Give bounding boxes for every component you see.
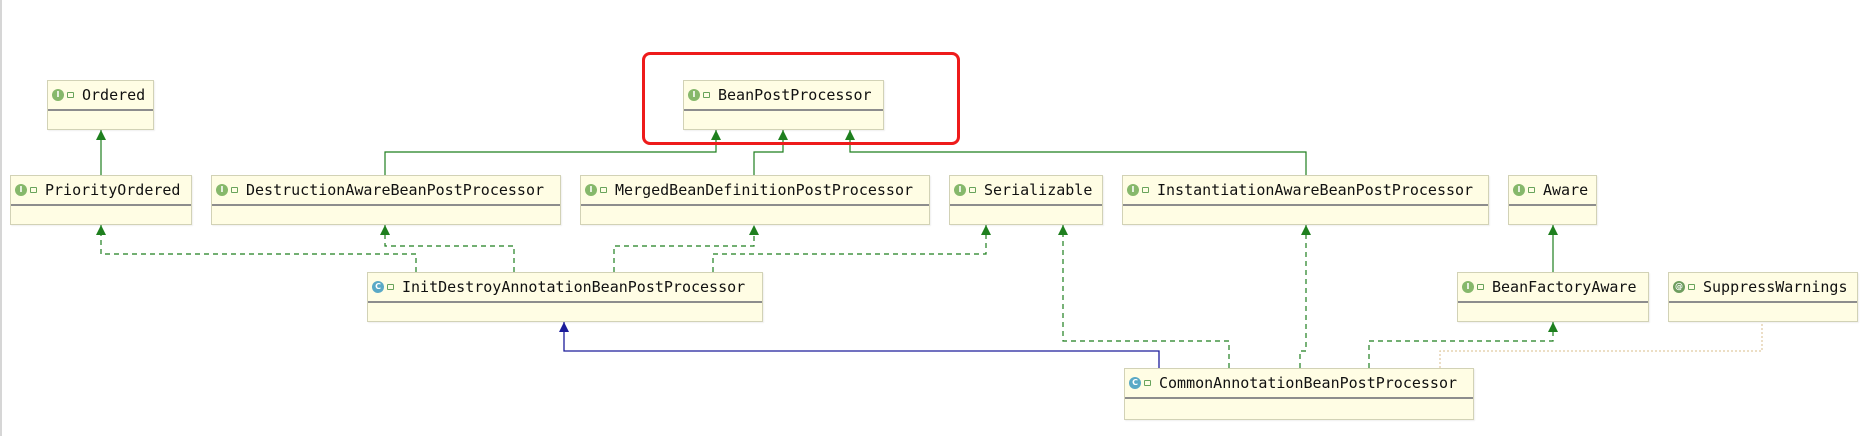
- class-node-beanpostprocessor[interactable]: I BeanPostProcessor: [683, 80, 884, 130]
- class-icon: C: [1129, 377, 1141, 389]
- annotation-icon: @: [1673, 281, 1685, 293]
- arrowhead-icon: [1058, 225, 1068, 235]
- arrowhead-icon: [1548, 322, 1558, 332]
- arrowhead-icon: [749, 225, 759, 235]
- public-visibility-icon: [1142, 187, 1149, 193]
- public-visibility-icon: [703, 92, 710, 98]
- class-node-beanfactoryaware[interactable]: I BeanFactoryAware: [1457, 272, 1649, 322]
- edge-implements: [384, 225, 515, 272]
- node-name: InitDestroyAnnotationBeanPostProcessor: [402, 278, 746, 296]
- edge-class-extends: [563, 322, 1160, 368]
- highlight-box: [642, 52, 960, 145]
- node-header: I Serializable: [950, 176, 1102, 206]
- node-header: C CommonAnnotationBeanPostProcessor: [1125, 369, 1473, 399]
- interface-icon: I: [1462, 281, 1474, 293]
- class-node-ordered[interactable]: I Ordered: [47, 80, 154, 130]
- arrowhead-icon: [559, 322, 569, 332]
- interface-icon: I: [15, 184, 27, 196]
- public-visibility-icon: [30, 187, 37, 193]
- node-name: DestructionAwareBeanPostProcessor: [246, 181, 545, 199]
- public-visibility-icon: [387, 284, 394, 290]
- node-name: InstantiationAwareBeanPostProcessor: [1157, 181, 1474, 199]
- node-name: BeanPostProcessor: [718, 86, 872, 104]
- node-header: I Ordered: [48, 81, 153, 111]
- interface-icon: I: [1513, 184, 1525, 196]
- class-node-suppresswarnings[interactable]: @ SuppressWarnings: [1668, 272, 1858, 322]
- interface-icon: I: [216, 184, 228, 196]
- class-icon: C: [372, 281, 384, 293]
- interface-icon: I: [1127, 184, 1139, 196]
- public-visibility-icon: [1477, 284, 1484, 290]
- arrowhead-icon: [1301, 225, 1311, 235]
- edge-implements: [1368, 322, 1554, 368]
- arrowhead-icon: [778, 130, 788, 140]
- public-visibility-icon: [1528, 187, 1535, 193]
- node-header: I DestructionAwareBeanPostProcessor: [212, 176, 560, 206]
- edge-extends: [384, 130, 717, 175]
- interface-icon: I: [52, 89, 64, 101]
- node-header: I InstantiationAwareBeanPostProcessor: [1123, 176, 1488, 206]
- left-edge-divider: [0, 0, 2, 436]
- class-node-commonannotation[interactable]: C CommonAnnotationBeanPostProcessor: [1124, 368, 1474, 420]
- public-visibility-icon: [67, 92, 74, 98]
- node-header: C InitDestroyAnnotationBeanPostProcessor: [368, 273, 762, 303]
- node-name: Serializable: [984, 181, 1093, 199]
- interface-icon: I: [954, 184, 966, 196]
- class-node-aware[interactable]: I Aware: [1508, 175, 1597, 225]
- arrowhead-icon: [96, 225, 106, 235]
- arrowhead-icon: [1548, 225, 1558, 235]
- node-name: CommonAnnotationBeanPostProcessor: [1159, 374, 1458, 392]
- edge-extends: [849, 130, 1307, 175]
- class-node-mergedbeandefinition[interactable]: I MergedBeanDefinitionPostProcessor: [580, 175, 930, 225]
- node-name: Aware: [1543, 181, 1589, 199]
- class-node-instantiationaware[interactable]: I InstantiationAwareBeanPostProcessor: [1122, 175, 1489, 225]
- public-visibility-icon: [231, 187, 238, 193]
- node-header: @ SuppressWarnings: [1669, 273, 1857, 303]
- class-node-destructionaware[interactable]: I DestructionAwareBeanPostProcessor: [211, 175, 561, 225]
- node-header: I MergedBeanDefinitionPostProcessor: [581, 176, 929, 206]
- node-header: I Aware: [1509, 176, 1596, 206]
- node-name: MergedBeanDefinitionPostProcessor: [615, 181, 914, 199]
- node-header: I PriorityOrdered: [11, 176, 191, 206]
- node-header: I BeanPostProcessor: [684, 81, 883, 111]
- node-name: Ordered: [82, 86, 146, 104]
- class-node-initdestroy[interactable]: C InitDestroyAnnotationBeanPostProcessor: [367, 272, 763, 322]
- node-name: BeanFactoryAware: [1492, 278, 1637, 296]
- edge-implements: [100, 225, 417, 272]
- edge-implements: [1062, 225, 1230, 368]
- interface-icon: I: [688, 89, 700, 101]
- arrowhead-icon: [380, 225, 390, 235]
- public-visibility-icon: [1144, 380, 1151, 386]
- interface-icon: I: [585, 184, 597, 196]
- edge-extends: [753, 130, 784, 175]
- arrowhead-icon: [845, 130, 855, 140]
- class-node-serializable[interactable]: I Serializable: [949, 175, 1103, 225]
- node-header: I BeanFactoryAware: [1458, 273, 1648, 303]
- edge-implements: [1299, 225, 1307, 368]
- public-visibility-icon: [600, 187, 607, 193]
- arrowhead-icon: [96, 130, 106, 140]
- edge-implements: [712, 225, 987, 272]
- arrowhead-icon: [711, 130, 721, 140]
- node-name: SuppressWarnings: [1703, 278, 1848, 296]
- public-visibility-icon: [1688, 284, 1695, 290]
- arrowhead-icon: [981, 225, 991, 235]
- edge-annotated-with: [1439, 322, 1763, 368]
- node-name: PriorityOrdered: [45, 181, 181, 199]
- public-visibility-icon: [969, 187, 976, 193]
- edge-implements: [613, 225, 755, 272]
- class-node-priorityordered[interactable]: I PriorityOrdered: [10, 175, 192, 225]
